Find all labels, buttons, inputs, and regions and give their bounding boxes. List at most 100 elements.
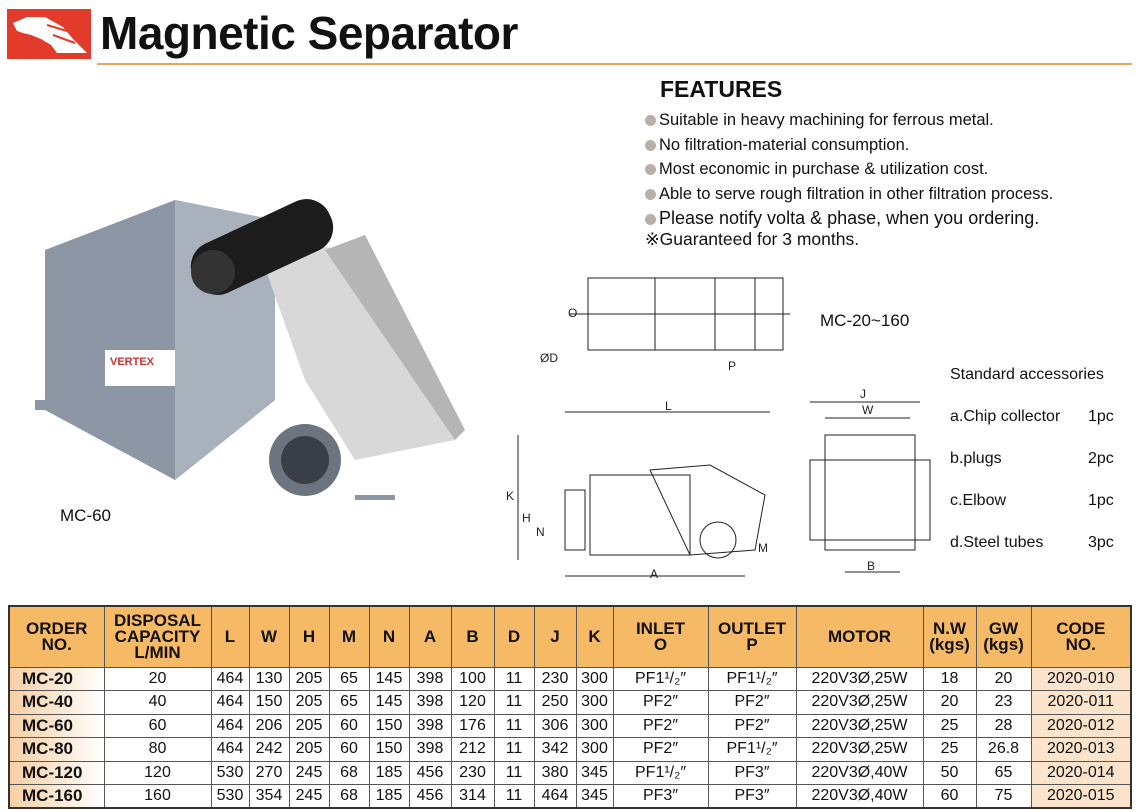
page-title: Magnetic Separator bbox=[100, 7, 518, 59]
table-cell: 120 bbox=[450, 690, 495, 715]
table-cell: 2020-015 bbox=[1030, 784, 1132, 809]
table-cell: 75 bbox=[975, 784, 1032, 809]
table-cell: MC-160 bbox=[8, 784, 105, 809]
table-cell: 2020-014 bbox=[1030, 760, 1132, 785]
features-list: Suitable in heavy machining for ferrous … bbox=[645, 108, 1053, 251]
header-text: D bbox=[507, 626, 521, 646]
table-cell: 220V3Ø,25W bbox=[795, 690, 924, 715]
table-cell: 60 bbox=[922, 784, 977, 809]
header-text: NO. bbox=[41, 634, 72, 654]
dim-h: H bbox=[522, 511, 531, 525]
header-text: O bbox=[653, 634, 668, 654]
title-rule bbox=[97, 63, 1132, 65]
bullet-icon bbox=[645, 214, 656, 225]
feature-text: Able to serve rough filtration in other … bbox=[659, 184, 1054, 203]
table-cell: 300 bbox=[575, 690, 614, 715]
table-cell: 206 bbox=[248, 713, 290, 738]
header-text: H bbox=[302, 626, 316, 646]
table-cell: 20 bbox=[103, 666, 212, 691]
table-cell: 354 bbox=[248, 784, 290, 809]
dim-p: P bbox=[728, 359, 736, 373]
header-text: ORDER bbox=[26, 618, 88, 638]
table-cell: 250 bbox=[533, 690, 577, 715]
bullet-icon bbox=[645, 115, 656, 126]
table-cell: 398 bbox=[408, 713, 452, 738]
table-cell: 150 bbox=[368, 737, 410, 762]
table-cell: 28 bbox=[975, 713, 1032, 738]
header-text: N bbox=[382, 626, 396, 646]
table-cell: PF2″ bbox=[612, 713, 709, 738]
dim-k: K bbox=[506, 489, 514, 503]
header-text: M bbox=[341, 626, 357, 646]
bullet-icon bbox=[645, 188, 656, 200]
table-cell: 205 bbox=[288, 737, 330, 762]
header-text: J bbox=[550, 626, 560, 646]
table-cell: 68 bbox=[328, 760, 370, 785]
table-cell: 23 bbox=[975, 690, 1032, 715]
accessory-qty: 2pc bbox=[1088, 450, 1114, 467]
column-header: L bbox=[210, 605, 250, 668]
table-cell: PF1¹/₂″ bbox=[707, 666, 797, 691]
table-cell: 314 bbox=[450, 784, 495, 809]
header-text: CAPACITY bbox=[114, 626, 201, 646]
table-cell: 220V3Ø,40W bbox=[795, 784, 924, 809]
accessory-name: d.Steel tubes bbox=[950, 534, 1044, 551]
eagle-icon bbox=[13, 17, 87, 53]
table-cell: PF1¹/₂″ bbox=[707, 737, 797, 762]
table-cell: 150 bbox=[368, 713, 410, 738]
dim-m: M bbox=[758, 541, 768, 555]
guarantee-note: ※Guaranteed for 3 months. bbox=[645, 228, 860, 249]
brand-logo bbox=[7, 9, 91, 59]
column-header: N bbox=[368, 605, 410, 668]
accessory-qty: 1pc bbox=[1088, 492, 1114, 509]
header-text: (kgs) bbox=[929, 634, 970, 654]
table-cell: 18 bbox=[922, 666, 977, 691]
table-cell: MC-60 bbox=[8, 713, 105, 738]
column-header: GW(kgs) bbox=[975, 605, 1032, 668]
table-cell: 212 bbox=[450, 737, 495, 762]
photo-label: MC-60 bbox=[60, 506, 112, 525]
table-cell: 230 bbox=[533, 666, 577, 691]
bullet-icon bbox=[645, 139, 656, 151]
table-cell: 65 bbox=[328, 690, 370, 715]
table-cell: 160 bbox=[103, 784, 212, 809]
table-cell: 150 bbox=[248, 690, 290, 715]
dim-l: L bbox=[665, 399, 672, 413]
table-cell: 245 bbox=[288, 784, 330, 809]
table-cell: 11 bbox=[493, 666, 535, 691]
table-cell: 306 bbox=[533, 713, 577, 738]
nameplate-text: VERTEX bbox=[110, 356, 155, 368]
table-cell: 464 bbox=[210, 713, 250, 738]
bullet-icon bbox=[645, 164, 656, 175]
header-text: K bbox=[588, 626, 601, 646]
table-cell: 50 bbox=[922, 760, 977, 785]
table-cell: 20 bbox=[922, 690, 977, 715]
table-cell: MC-20 bbox=[8, 666, 105, 691]
header-text: L bbox=[224, 626, 236, 646]
column-header: K bbox=[575, 605, 614, 668]
table-cell: PF3″ bbox=[707, 760, 797, 785]
column-header: B bbox=[450, 605, 495, 668]
table-cell: 398 bbox=[408, 737, 452, 762]
table-cell: 398 bbox=[408, 690, 452, 715]
product-photo: VERTEX bbox=[35, 199, 465, 500]
table-cell: PF2″ bbox=[707, 690, 797, 715]
table-cell: 145 bbox=[368, 690, 410, 715]
table-cell: 2020-010 bbox=[1030, 666, 1132, 691]
table-cell: MC-120 bbox=[8, 760, 105, 785]
accessory-name: a.Chip collector bbox=[950, 408, 1061, 425]
table-cell: 176 bbox=[450, 713, 495, 738]
table-cell: 60 bbox=[328, 713, 370, 738]
table-cell: 380 bbox=[533, 760, 577, 785]
table-cell: 2020-013 bbox=[1030, 737, 1132, 762]
dim-a: A bbox=[650, 567, 658, 581]
table-cell: MC-40 bbox=[8, 690, 105, 715]
table-cell: 464 bbox=[210, 666, 250, 691]
